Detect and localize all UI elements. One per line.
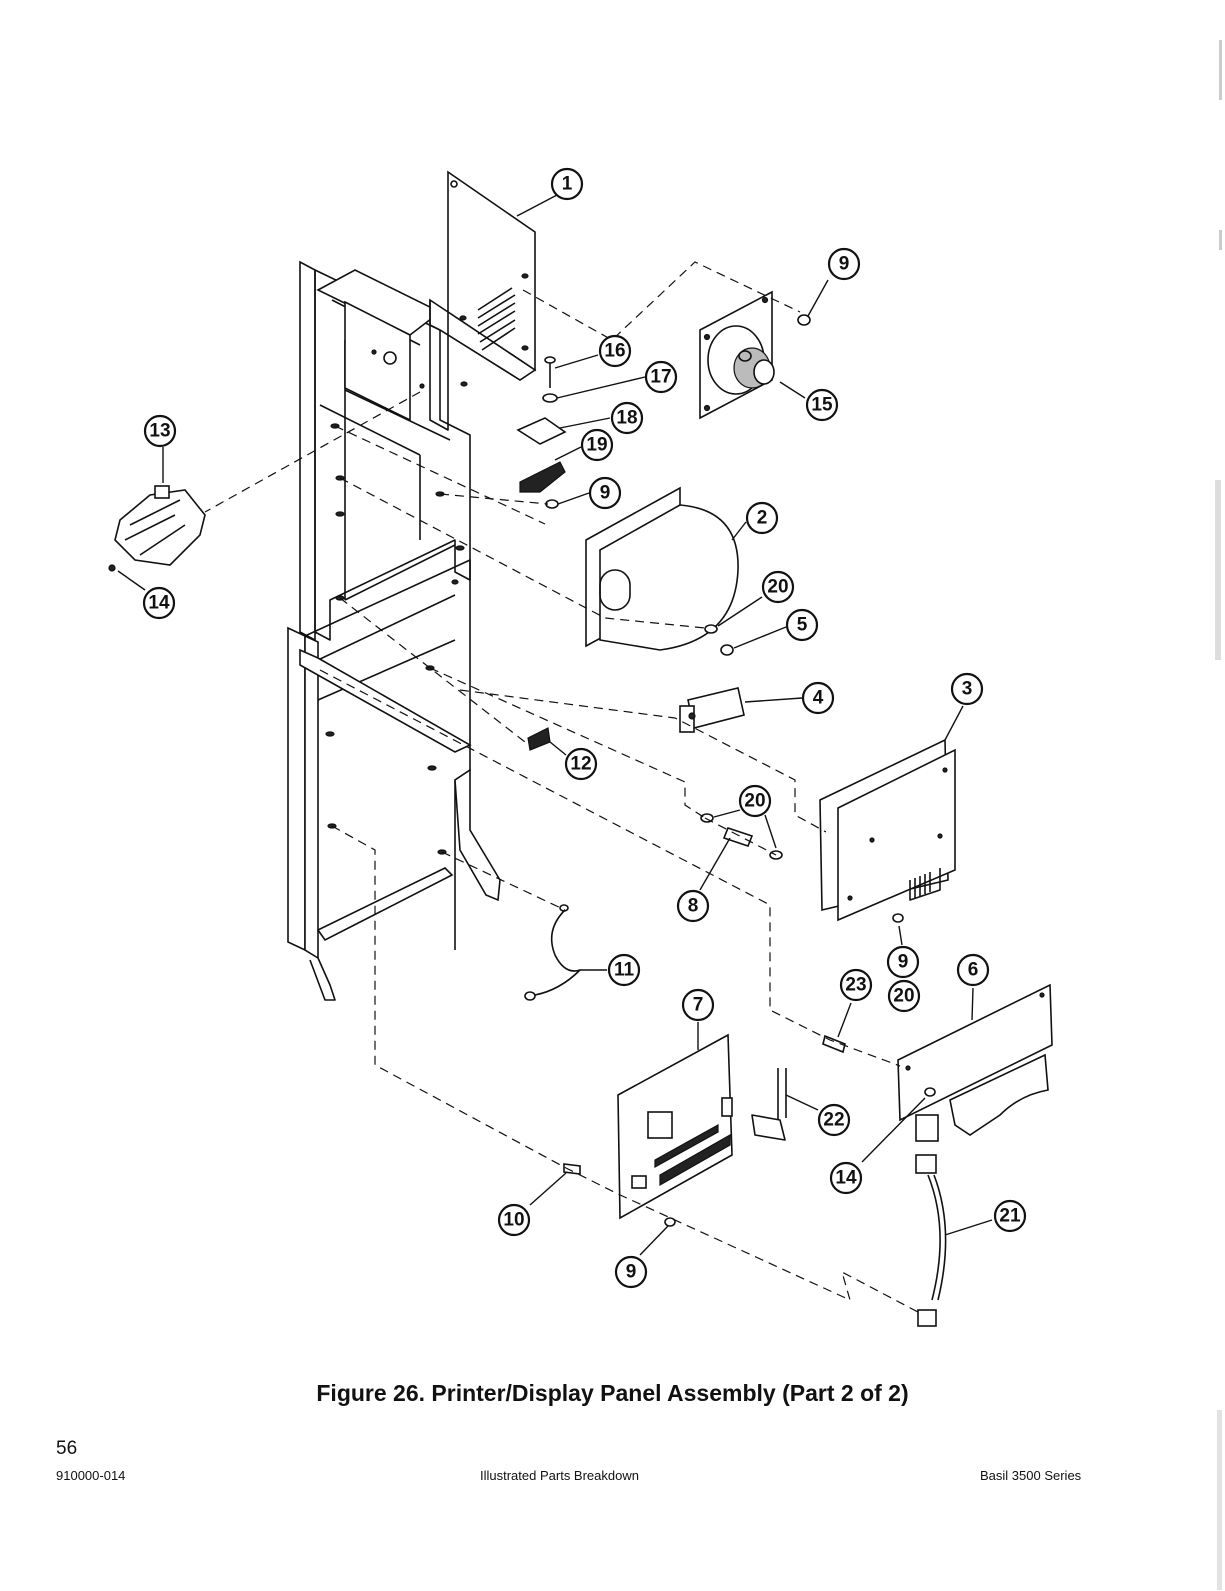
callout-9c: 9 <box>888 947 918 977</box>
page-number: 56 <box>56 1438 77 1460</box>
scan-edge-marks <box>1203 0 1225 1591</box>
part-12-clip <box>528 728 550 750</box>
part-8-standoff <box>701 814 782 859</box>
svg-text:15: 15 <box>811 395 833 416</box>
callout-4: 4 <box>803 683 833 713</box>
callout-21: 21 <box>995 1201 1025 1231</box>
svg-text:14: 14 <box>148 593 170 614</box>
svg-text:20: 20 <box>767 577 788 598</box>
svg-text:9: 9 <box>626 1262 637 1283</box>
part-13-motor <box>109 486 205 571</box>
svg-text:4: 4 <box>813 688 824 709</box>
callout-20b: 20 <box>740 786 770 816</box>
callout-9d: 9 <box>616 1257 646 1287</box>
svg-text:1: 1 <box>562 174 573 195</box>
figure-caption: Figure 26. Printer/Display Panel Assembl… <box>0 1380 1225 1407</box>
svg-text:23: 23 <box>845 975 866 996</box>
callout-10: 10 <box>499 1205 529 1235</box>
callout-20: 20 <box>763 572 793 602</box>
svg-text:18: 18 <box>616 408 637 429</box>
callout-8: 8 <box>678 891 708 921</box>
svg-text:9: 9 <box>839 254 850 275</box>
svg-text:14: 14 <box>835 1168 857 1189</box>
callout-11: 11 <box>609 955 639 985</box>
callout-22: 22 <box>819 1105 849 1135</box>
callout-13: 13 <box>145 416 175 446</box>
svg-text:8: 8 <box>688 896 699 917</box>
svg-text:21: 21 <box>999 1206 1021 1227</box>
svg-text:19: 19 <box>586 435 607 456</box>
footer-product: Basil 3500 Series <box>980 1468 1081 1483</box>
exploded-parts-diagram: 1 9 16 17 18 15 13 19 9 2 14 20 5 4 3 12… <box>0 0 1225 1360</box>
part-10-connector <box>564 1164 580 1174</box>
svg-text:9: 9 <box>898 952 909 973</box>
callout-19: 19 <box>582 430 612 460</box>
footer-section: Illustrated Parts Breakdown <box>480 1468 639 1483</box>
svg-text:22: 22 <box>823 1110 844 1131</box>
part-1-cover-plate <box>430 172 535 430</box>
callout-14b: 14 <box>831 1163 861 1193</box>
svg-text:20: 20 <box>893 986 914 1007</box>
svg-text:5: 5 <box>797 615 808 636</box>
frame-panel <box>288 262 500 1000</box>
callout-9b: 9 <box>590 478 620 508</box>
part-21-cable-harness <box>916 1088 946 1326</box>
part-6-display-module <box>823 985 1052 1135</box>
svg-text:11: 11 <box>614 960 635 981</box>
svg-text:10: 10 <box>503 1210 524 1231</box>
callout-16: 16 <box>600 336 630 366</box>
callout-20c: 20 <box>889 981 919 1011</box>
svg-text:3: 3 <box>962 679 973 700</box>
callout-3: 3 <box>952 674 982 704</box>
part-15-speaker <box>700 292 774 418</box>
svg-text:2: 2 <box>757 508 768 529</box>
leader-lines <box>118 195 992 1255</box>
callout-5: 5 <box>787 610 817 640</box>
part-11-ground-cable <box>525 905 580 1000</box>
callout-9: 9 <box>829 249 859 279</box>
callout-17: 17 <box>646 362 676 392</box>
svg-text:9: 9 <box>600 483 611 504</box>
part-7-control-board <box>618 1035 786 1226</box>
part-3-display-board <box>820 740 955 922</box>
callout-18: 18 <box>612 403 642 433</box>
svg-text:12: 12 <box>570 754 591 775</box>
callout-23: 23 <box>841 970 871 1000</box>
footer-doc-number: 910000-014 <box>56 1468 125 1483</box>
svg-text:6: 6 <box>968 960 979 981</box>
callout-7: 7 <box>683 990 713 1020</box>
svg-text:17: 17 <box>650 367 671 388</box>
part-2-transformer <box>586 488 738 655</box>
svg-text:13: 13 <box>149 421 170 442</box>
callout-14: 14 <box>144 588 174 618</box>
callout-1: 1 <box>552 169 582 199</box>
callout-2: 2 <box>747 503 777 533</box>
svg-text:20: 20 <box>744 791 765 812</box>
callout-15: 15 <box>807 390 837 420</box>
callout-12: 12 <box>566 749 596 779</box>
svg-text:16: 16 <box>604 341 625 362</box>
callout-6: 6 <box>958 955 988 985</box>
svg-text:7: 7 <box>693 995 704 1016</box>
